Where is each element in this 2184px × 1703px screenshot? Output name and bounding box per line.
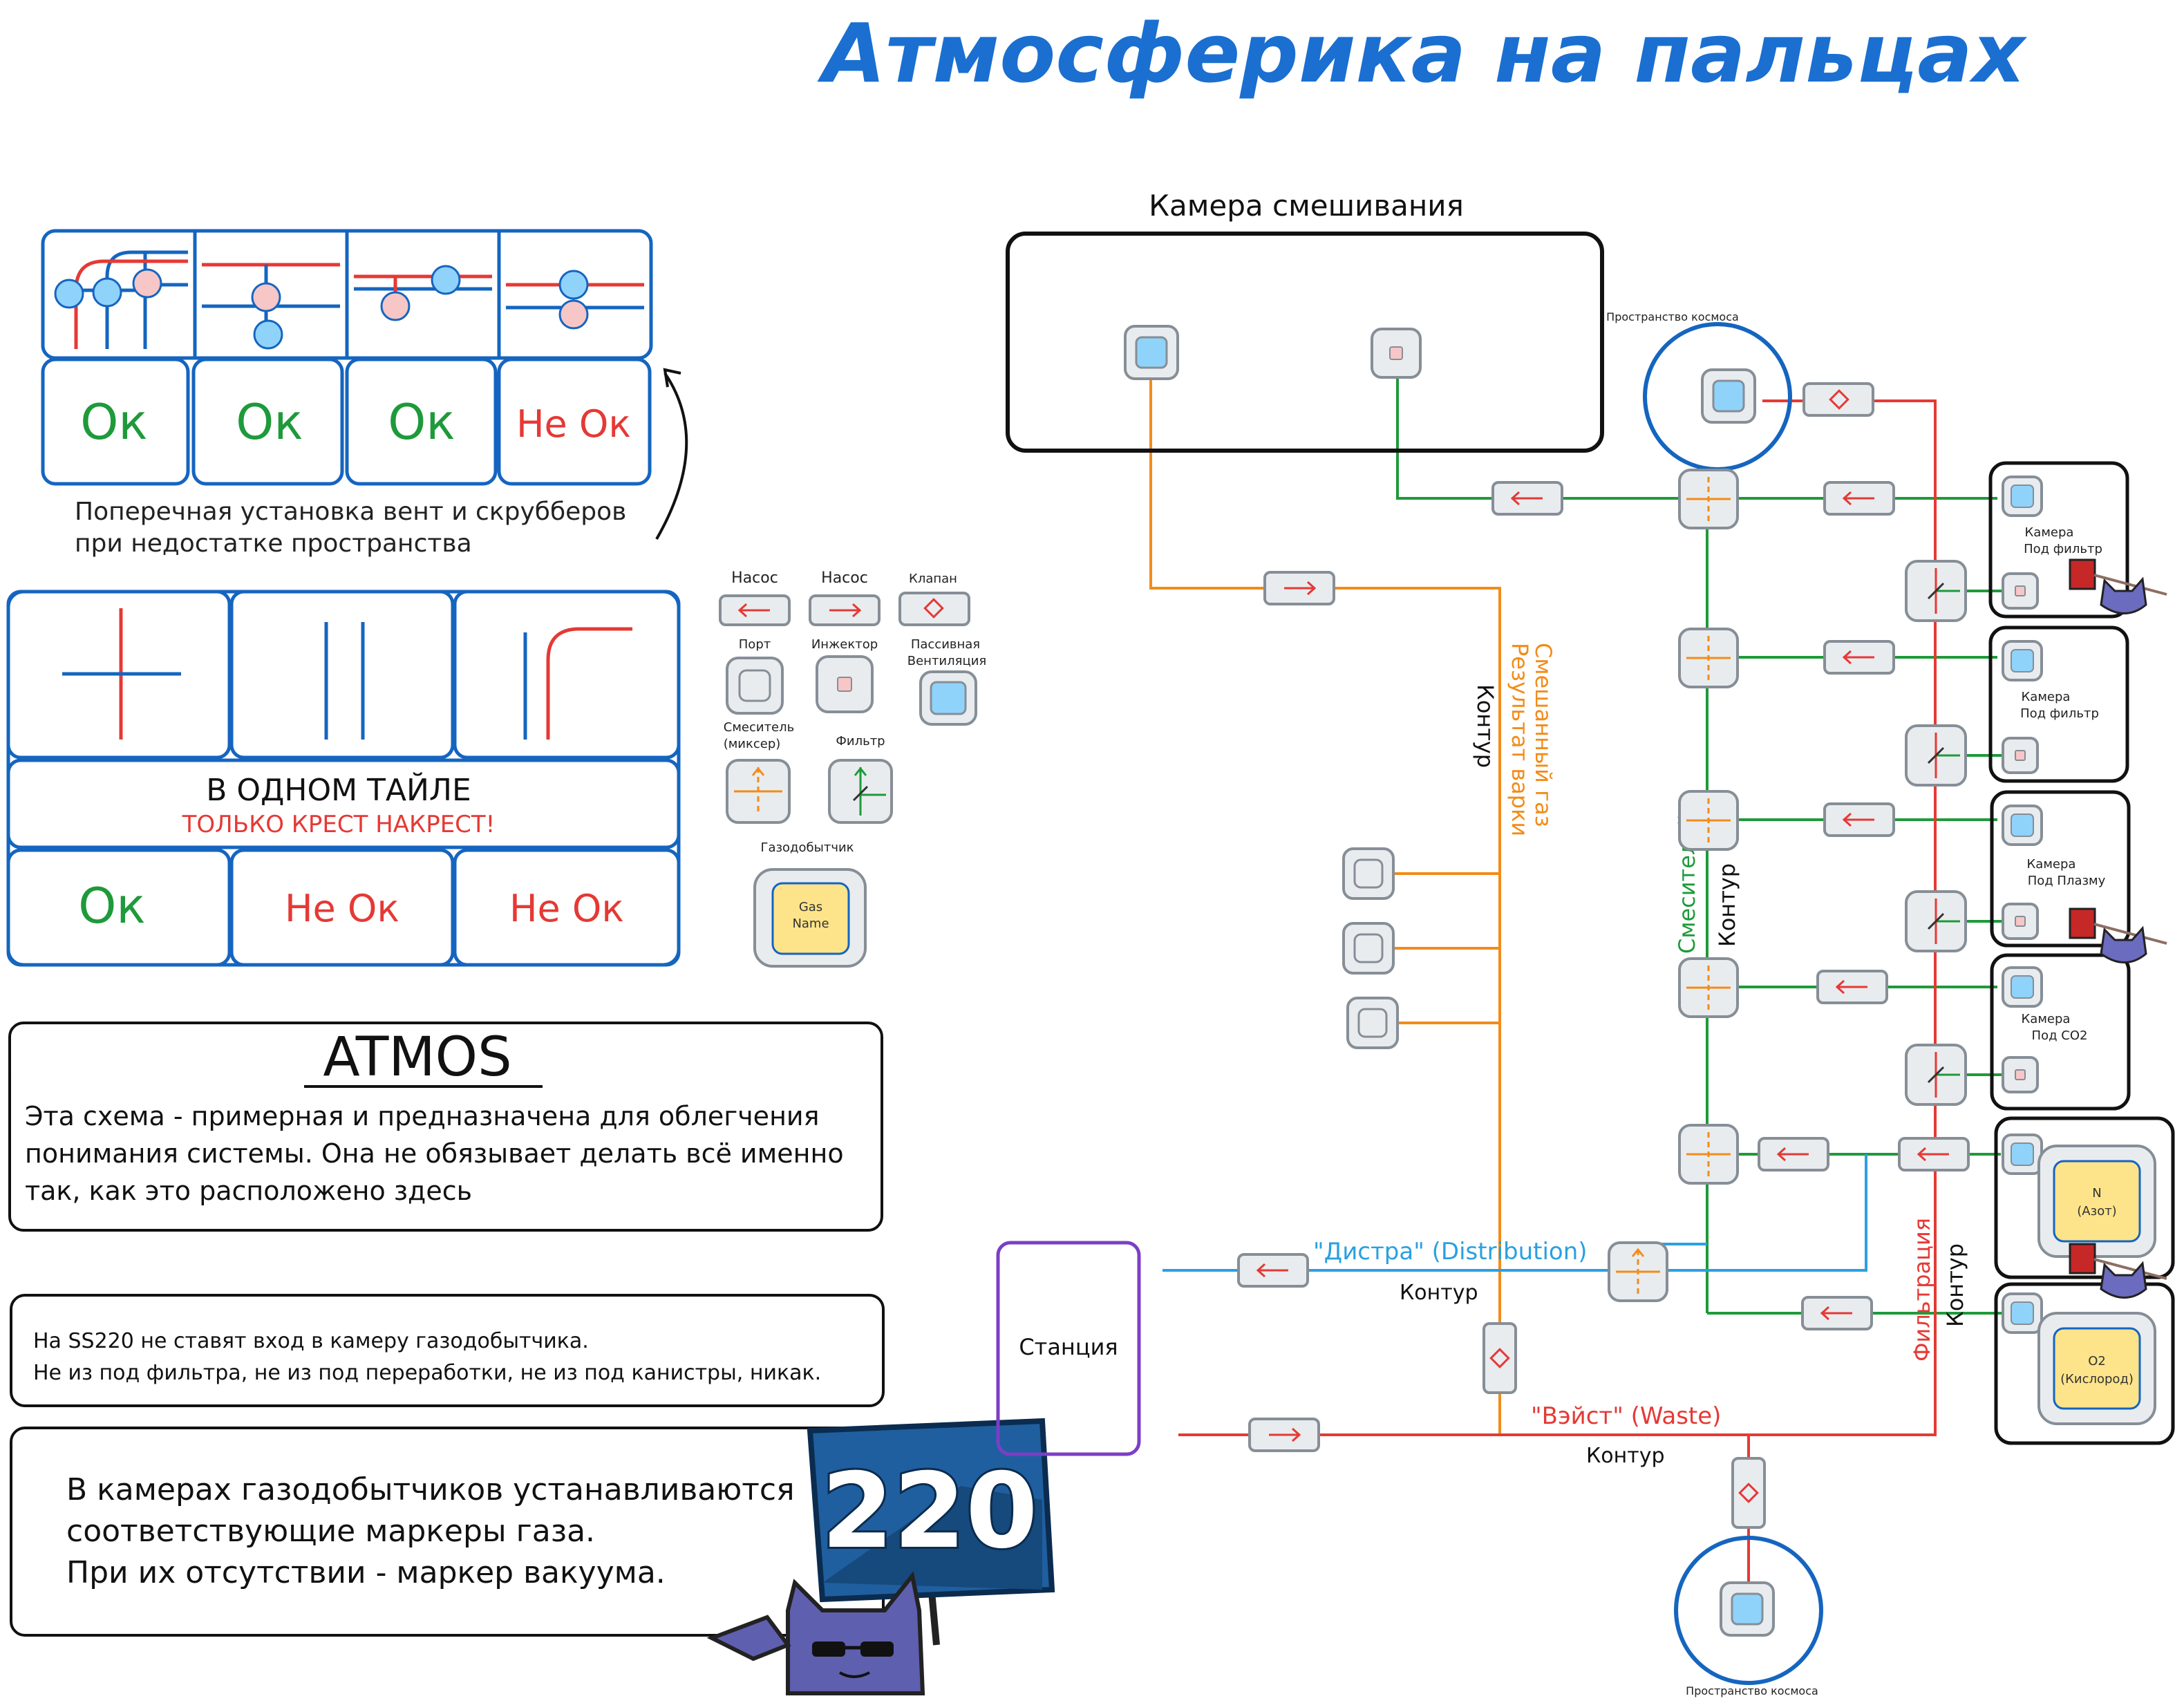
legend-icons bbox=[719, 592, 977, 968]
mix-chamber bbox=[1006, 232, 1604, 453]
tile-subheading: ТОЛЬКО КРЕСТ НАКРЕСТ! bbox=[182, 811, 496, 838]
gas-miners bbox=[2037, 1145, 2156, 1425]
crossing-caption-line1: Поперечная установка вент и скрубберов bbox=[75, 498, 626, 526]
miner-n-label-2: (Азот) bbox=[2077, 1204, 2116, 1219]
valve-space-top bbox=[1802, 382, 1874, 417]
legend-filter-label: Фильтр bbox=[836, 734, 885, 749]
tile-result-1: Ок bbox=[78, 878, 145, 934]
mixer-column bbox=[1678, 469, 1739, 1185]
ss220-note-line1: На SS220 не ставят вход в камеру газодоб… bbox=[33, 1329, 589, 1353]
atmos-note-title: ATMOS bbox=[323, 1026, 511, 1089]
markers-note-line3: При их отсутствии - маркер вакуума. bbox=[66, 1555, 666, 1590]
atmos-note-line2: понимания системы. Она не обязывает дела… bbox=[25, 1138, 844, 1169]
legend-valve-label: Клапан bbox=[909, 572, 957, 586]
space-bottom-circle bbox=[1674, 1536, 1823, 1685]
tile-result-2: Не Ок bbox=[285, 887, 399, 930]
crossing-result-4: Не Ок bbox=[516, 402, 631, 446]
tile-pipe-examples bbox=[62, 608, 632, 740]
crossing-result-2: Ок bbox=[236, 394, 303, 451]
mixer-feed-pumps bbox=[1491, 481, 1970, 1330]
chamber-3-label-1: Камера bbox=[2027, 857, 2076, 872]
mixed-gas-label-line1: Смешанный газ bbox=[1530, 643, 1556, 827]
chamber-1-label-2: Под фильтр bbox=[2024, 542, 2102, 556]
crossing-result-1: Ок bbox=[80, 394, 147, 451]
legend-pump-label-1: Насос bbox=[731, 570, 778, 587]
legend-passive-vent-label-2: Вентиляция bbox=[907, 654, 987, 668]
legend-mixer-label-1: Смеситель bbox=[724, 720, 795, 735]
legend-port-label: Порт bbox=[739, 637, 771, 652]
atmos-note-line3: так, как это расположено здесь bbox=[25, 1176, 472, 1206]
sign-number: 220 bbox=[821, 1451, 1037, 1572]
chamber-2-label-2: Под фильтр bbox=[2020, 706, 2099, 721]
atmos-note-line1: Эта схема - примерная и предназначена дл… bbox=[25, 1101, 819, 1131]
mixed-gas-label-line2: Результат варки bbox=[1507, 643, 1533, 836]
filter-chambers bbox=[1988, 461, 2175, 1445]
mixer-distro bbox=[1608, 1241, 1668, 1302]
markers-note-line1: В камерах газодобытчиков устанавливаются bbox=[66, 1472, 795, 1507]
markers-note-line2: соответствующие маркеры газа. bbox=[66, 1514, 595, 1549]
tile-heading: В ОДНОМ ТАЙЛЕ bbox=[206, 771, 471, 808]
output-ports bbox=[1342, 847, 1399, 1049]
crossing-result-3: Ок bbox=[388, 394, 455, 451]
chamber-vents bbox=[2002, 476, 2043, 1334]
contour-mixed-label: Контур bbox=[1472, 684, 1498, 768]
legend-pump-label-2: Насос bbox=[821, 570, 868, 587]
gas-miner-name-line2: Name bbox=[792, 916, 829, 931]
contour-filtration-label: Контур bbox=[1942, 1243, 1968, 1327]
contour-waste-label: Контур bbox=[1586, 1444, 1665, 1468]
space-top-label: Пространство космоса bbox=[1606, 310, 1739, 323]
contour-distro-label: Контур bbox=[1400, 1281, 1478, 1305]
ss220-note-box bbox=[10, 1294, 885, 1407]
mascot-cat-with-sign: 220 bbox=[706, 1418, 1055, 1695]
tile-result-3: Не Ок bbox=[509, 887, 624, 930]
atmos-note-box bbox=[8, 1022, 883, 1232]
chamber-2-label-1: Камера bbox=[2022, 690, 2071, 704]
station-box bbox=[996, 1241, 1141, 1456]
chamber-4-label-2: Под CO2 bbox=[2032, 1028, 2088, 1043]
legend-injector-label: Инжектор bbox=[811, 637, 878, 652]
contour-mixers-label: Контур bbox=[1714, 863, 1740, 947]
filtration-label: Фильтрация bbox=[1909, 1218, 1935, 1362]
cat-doodle-icons bbox=[2069, 558, 2167, 1299]
page-title: Атмосферика на пальцах bbox=[817, 6, 2028, 101]
valve-waste-mixed bbox=[1482, 1322, 1517, 1394]
arrowhead-icon bbox=[663, 368, 681, 388]
tile-panel bbox=[6, 590, 681, 967]
distro-label: "Дистра" (Distribution) bbox=[1313, 1238, 1588, 1266]
mix-chamber-devices bbox=[1124, 325, 1422, 380]
legend: Насос Насос Клапан Порт Инжектор Пассивн… bbox=[724, 570, 987, 855]
mix-chamber-label: Камера смешивания bbox=[1149, 189, 1464, 223]
valve-waste-space bbox=[1731, 1457, 1766, 1529]
waste-label: "Вэйст" (Waste) bbox=[1531, 1402, 1721, 1430]
chamber-3-label-2: Под Плазму bbox=[2028, 874, 2106, 888]
ss220-note-line2: Не из под фильтра, не из под переработки… bbox=[33, 1361, 821, 1385]
miner-n-label-1: N bbox=[2092, 1186, 2101, 1201]
filter-column bbox=[1905, 560, 1967, 1106]
miner-o2-label-2: (Кислород) bbox=[2060, 1372, 2134, 1386]
curved-arrow-icon bbox=[655, 372, 688, 540]
chamber-4-label-1: Камера bbox=[2022, 1012, 2071, 1026]
crossing-node-icons bbox=[54, 265, 589, 350]
legend-passive-vent-label-1: Пассивная bbox=[911, 637, 980, 652]
chamber-1-label-1: Камера bbox=[2025, 525, 2074, 540]
gas-miner-name-line1: Gas bbox=[799, 900, 822, 914]
station-label: Станция bbox=[1019, 1334, 1118, 1360]
legend-mixer-label-2: (миксер) bbox=[724, 737, 781, 751]
space-bottom-label: Пространство космоса bbox=[1686, 1684, 1818, 1697]
crossing-caption-line2: при недостатке пространства bbox=[75, 529, 472, 558]
miner-o2-label-1: O2 bbox=[2088, 1354, 2106, 1368]
legend-gas-miner-label: Газодобытчик bbox=[760, 840, 854, 855]
